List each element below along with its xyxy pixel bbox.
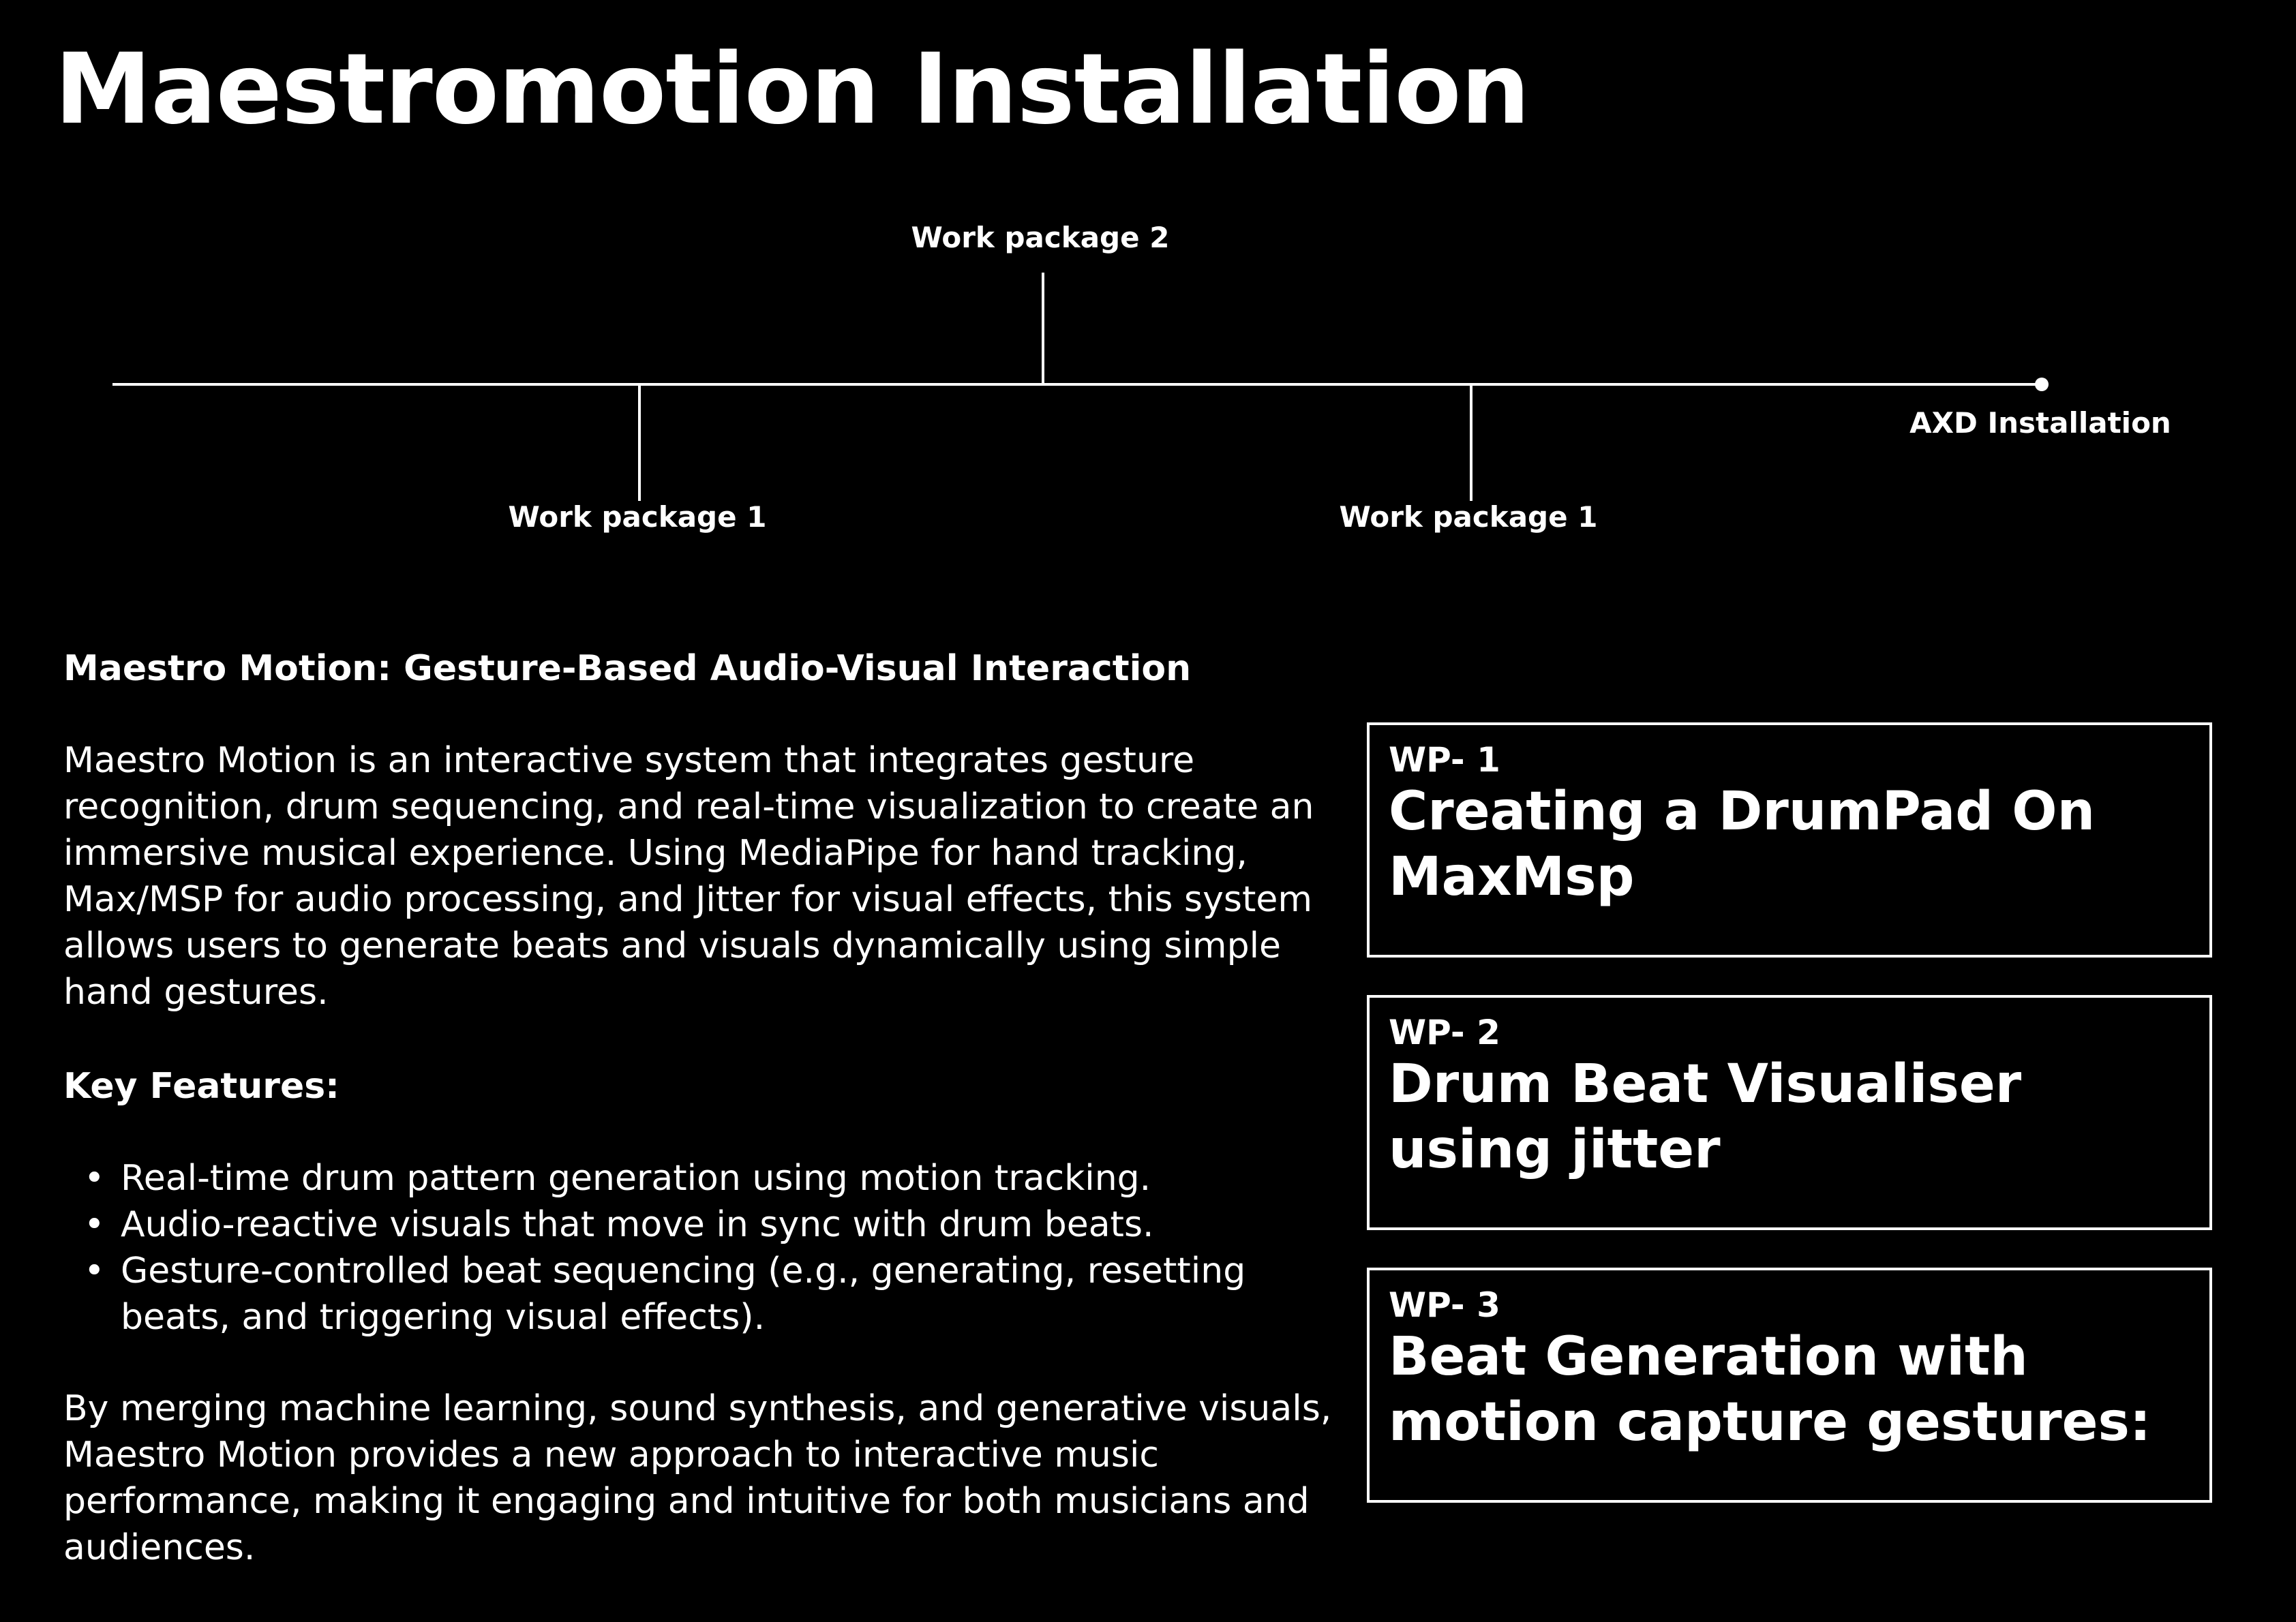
milestone-label-wp1-second: Work package 1 bbox=[1339, 500, 1598, 534]
closing-paragraph: By merging machine learning, sound synth… bbox=[63, 1388, 1332, 1568]
work-package-title: Beat Generation with motion capture gest… bbox=[1389, 1326, 2151, 1453]
timeline: Work package 1 Work package 2 Work packa… bbox=[0, 0, 2296, 600]
section-subheading: Maestro Motion: Gesture-Based Audio-Visu… bbox=[63, 648, 1192, 689]
feature-item: • Gesture-controlled beat sequencing (e.… bbox=[63, 1248, 1338, 1341]
bullet-icon: • bbox=[84, 1158, 105, 1199]
page-title: Maestromotion Installation bbox=[55, 32, 1530, 146]
work-package-code: WP- 1 bbox=[1389, 740, 1500, 780]
timeline-end-label: AXD Installation bbox=[1909, 406, 2171, 440]
features-heading: Key Features: bbox=[63, 1066, 339, 1107]
feature-text: Audio-reactive visuals that move in sync… bbox=[121, 1204, 1154, 1245]
work-package-code: WP- 3 bbox=[1389, 1285, 1500, 1325]
work-package-code: WP- 2 bbox=[1389, 1013, 1500, 1052]
bullet-icon: • bbox=[84, 1251, 105, 1291]
work-package-card-3: WP- 3 Beat Generation with motion captur… bbox=[1367, 1268, 2212, 1503]
work-package-card-1: WP- 1 Creating a DrumPad On MaxMsp bbox=[1367, 722, 2212, 958]
feature-text: Gesture-controlled beat sequencing (e.g.… bbox=[121, 1251, 1246, 1338]
timeline-graphic bbox=[112, 273, 2049, 501]
milestone-label-wp1-first: Work package 1 bbox=[508, 500, 767, 534]
timeline-end-dot bbox=[2035, 378, 2049, 391]
bullet-icon: • bbox=[84, 1204, 105, 1245]
feature-list: • Real-time drum pattern generation usin… bbox=[63, 1155, 1338, 1341]
feature-text: Real-time drum pattern generation using … bbox=[121, 1158, 1151, 1199]
milestone-label-wp2: Work package 2 bbox=[911, 221, 1170, 254]
work-package-title: Drum Beat Visualiser using jitter bbox=[1389, 1054, 2022, 1180]
work-package-card-2: WP- 2 Drum Beat Visualiser using jitter bbox=[1367, 995, 2212, 1230]
feature-item: • Real-time drum pattern generation usin… bbox=[63, 1155, 1338, 1202]
intro-paragraph: Maestro Motion is an interactive system … bbox=[63, 740, 1314, 1013]
feature-item: • Audio-reactive visuals that move in sy… bbox=[63, 1202, 1338, 1248]
work-package-title: Creating a DrumPad On MaxMsp bbox=[1389, 781, 2096, 908]
